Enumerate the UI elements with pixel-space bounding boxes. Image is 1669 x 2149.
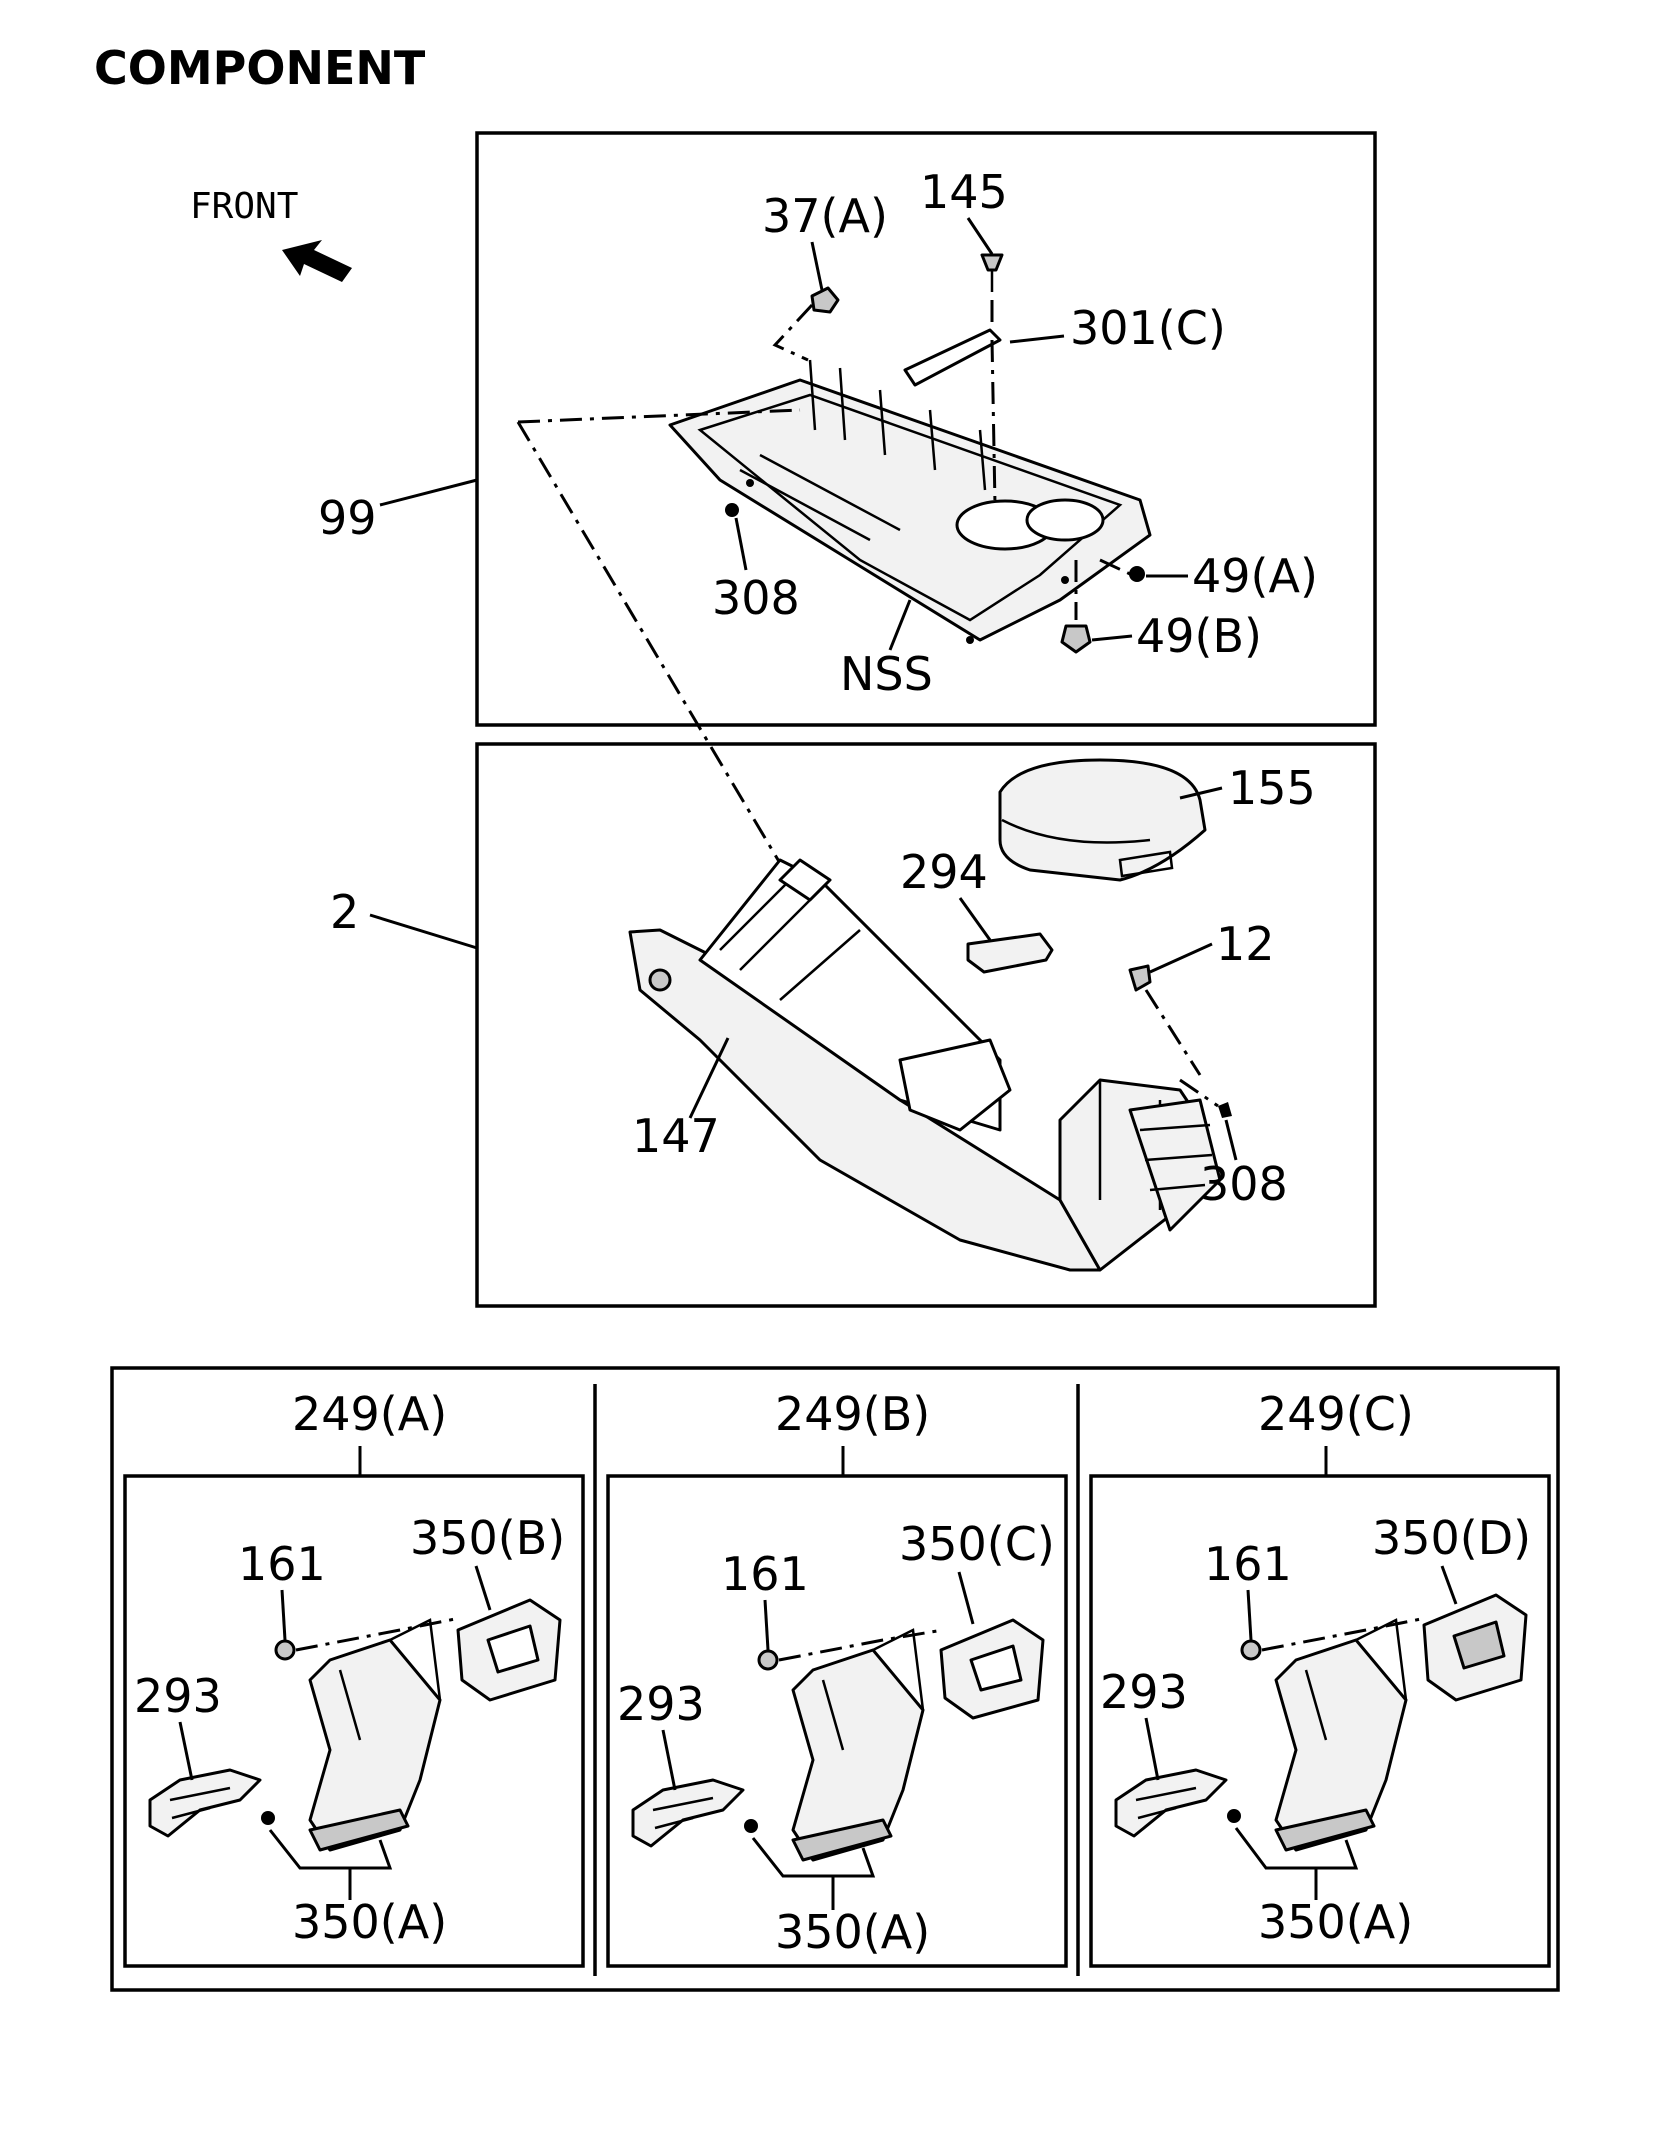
label-nss: NSS <box>840 647 933 701</box>
label-293-c: 293 <box>1100 1665 1188 1719</box>
label-99: 99 <box>318 491 377 545</box>
label-base-a: 350(A) <box>292 1895 447 1949</box>
label-249a: 249(A) <box>292 1387 447 1441</box>
upper-assembly-group: 99 37(A) 145 301(C) <box>318 131 1377 727</box>
middle-box <box>475 742 1377 1308</box>
label-155: 155 <box>1228 761 1316 815</box>
label-12: 12 <box>1216 917 1275 971</box>
armrest-lid-illustration <box>998 758 1207 882</box>
middle-assembly-group: 2 155 294 12 <box>330 742 1377 1308</box>
label-145: 145 <box>920 165 1008 219</box>
label-161-a: 161 <box>238 1537 326 1591</box>
diagram-title: COMPONENT <box>94 41 426 95</box>
clip-161-icon <box>274 1639 296 1661</box>
clip-308-icon <box>725 503 739 517</box>
console-top-panel-illustration <box>668 328 1152 644</box>
label-cover-c: 350(D) <box>1372 1511 1531 1565</box>
variant-b-group: 249(B) 161 350(C) 293 350(A) <box>606 1387 1068 1968</box>
part-294-illustration <box>966 932 1054 974</box>
clip-308-lower-icon <box>1218 1102 1232 1118</box>
label-161-b: 161 <box>721 1547 809 1601</box>
variant-a-illustration <box>148 1598 562 1852</box>
label-308-middle: 308 <box>1200 1157 1288 1211</box>
console-body-illustration <box>628 858 1222 1272</box>
label-cover-a: 350(B) <box>410 1511 565 1565</box>
clip-49a-icon <box>1129 566 1145 582</box>
screw-12-icon <box>1128 964 1152 992</box>
label-147: 147 <box>632 1109 720 1163</box>
label-301c: 301(C) <box>1070 301 1226 355</box>
label-2: 2 <box>330 885 359 939</box>
screw-49b-icon <box>1060 624 1092 654</box>
variant-a-box <box>123 1474 585 1968</box>
variant-b-illustration <box>631 1618 1045 1862</box>
variant-b-box <box>606 1474 1068 1968</box>
variants-outer-box <box>110 1366 1560 1992</box>
label-293-a: 293 <box>134 1669 222 1723</box>
label-161-c: 161 <box>1204 1537 1292 1591</box>
label-249c: 249(C) <box>1258 1387 1414 1441</box>
label-49a: 49(A) <box>1192 549 1318 603</box>
label-293-b: 293 <box>617 1677 705 1731</box>
label-base-b: 350(A) <box>775 1905 930 1959</box>
label-249b: 249(B) <box>775 1387 930 1441</box>
label-308-upper: 308 <box>712 571 800 625</box>
label-49b: 49(B) <box>1136 609 1262 663</box>
screw-37a-icon <box>810 286 840 314</box>
variant-c-box <box>1089 1474 1551 1968</box>
variant-c-illustration <box>1114 1593 1528 1852</box>
variant-a-group: 249(A) 161 350(B) 293 350(A) <box>123 1387 585 1968</box>
label-cover-b: 350(C) <box>899 1517 1055 1571</box>
label-294: 294 <box>900 845 988 899</box>
label-base-c: 350(A) <box>1258 1895 1413 1949</box>
label-37a: 37(A) <box>762 189 888 243</box>
screw-145-icon <box>980 253 1004 272</box>
variant-c-group: 249(C) 161 350(D) 293 350(A) <box>1089 1387 1551 1968</box>
front-label: FRONT <box>190 186 298 227</box>
upper-box <box>475 131 1377 727</box>
front-arrow-icon <box>282 240 352 282</box>
